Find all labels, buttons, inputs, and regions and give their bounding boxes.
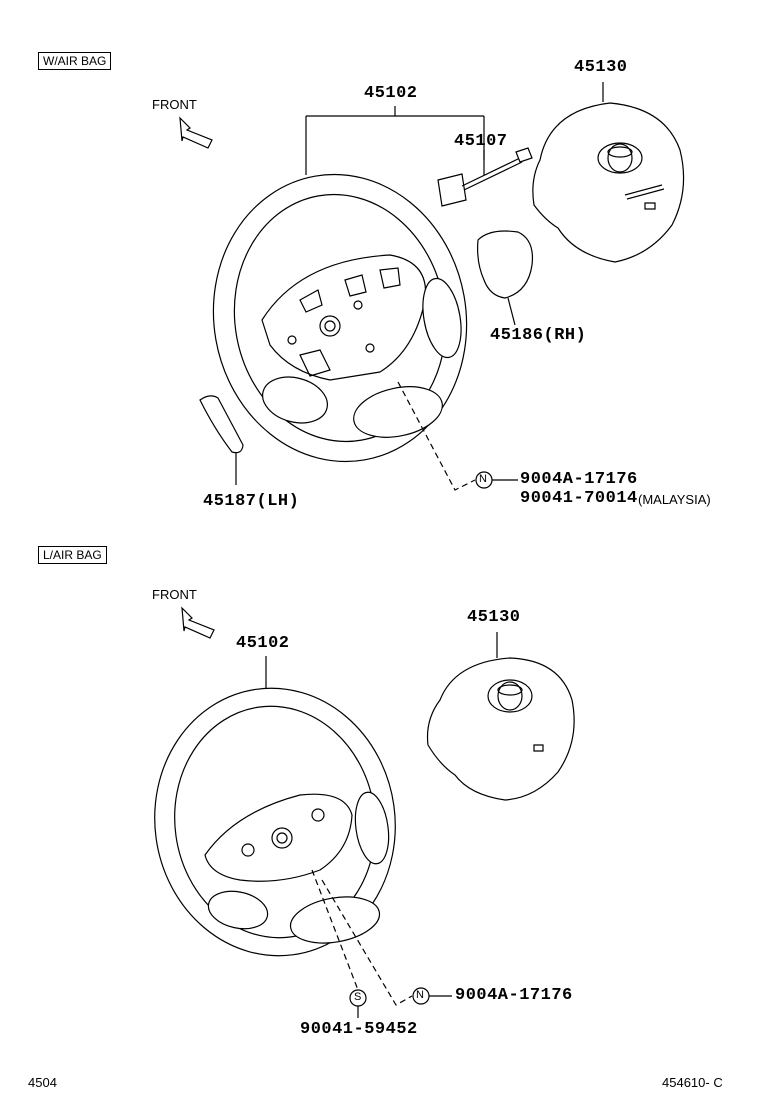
cover-lh-illustration	[200, 396, 243, 485]
part-number-cable: 45107	[454, 132, 508, 151]
airbag-illustration	[533, 82, 684, 262]
nut-symbol-letter: N	[416, 989, 424, 1001]
part-number-steering-wheel: 45102	[364, 84, 418, 103]
part-number-steering-wheel: 45102	[236, 634, 290, 653]
front-label: FRONT	[152, 587, 197, 602]
front-arrow-icon	[182, 608, 214, 638]
part-number-nut-malaysia: 90041-70014	[520, 489, 638, 508]
part-number-cover-rh: 45186(RH)	[490, 326, 587, 345]
part-number-nut: 9004A-17176	[455, 986, 573, 1005]
nut-symbol-icon	[476, 472, 518, 488]
part-number-airbag: 45130	[467, 608, 521, 627]
part-number-airbag: 45130	[574, 58, 628, 77]
screw-symbol-icon	[350, 990, 366, 1018]
leader-lines-45102-top	[306, 106, 484, 175]
part-number-cover-lh: 45187(LH)	[203, 492, 300, 511]
airbag-illustration	[428, 632, 575, 800]
dashed-leader-screw	[312, 870, 358, 990]
part-number-nut: 9004A-17176	[520, 470, 638, 489]
malaysia-note: (MALAYSIA)	[638, 492, 711, 507]
steering-wheel-illustration	[191, 154, 489, 481]
front-arrow-icon	[180, 118, 212, 148]
screw-symbol-letter: S	[354, 991, 362, 1003]
section-badge-w-air-bag: W/AIR BAG	[38, 52, 112, 70]
nut-symbol-letter: N	[479, 473, 487, 485]
part-number-screw: 90041-59452	[300, 1020, 418, 1039]
nut-symbol-icon	[413, 988, 452, 1004]
footer-figure-code: 454610- C	[662, 1075, 723, 1090]
cover-rh-illustration	[478, 231, 533, 325]
steering-wheel-illustration	[138, 673, 413, 972]
cable-connector-illustration	[438, 148, 532, 206]
section-badge-l-air-bag: L/AIR BAG	[38, 546, 107, 564]
front-label: FRONT	[152, 97, 197, 112]
dashed-leader-nut-1	[398, 382, 475, 490]
footer-page-code: 4504	[28, 1075, 57, 1090]
dashed-leader-nut-2	[322, 880, 412, 1005]
